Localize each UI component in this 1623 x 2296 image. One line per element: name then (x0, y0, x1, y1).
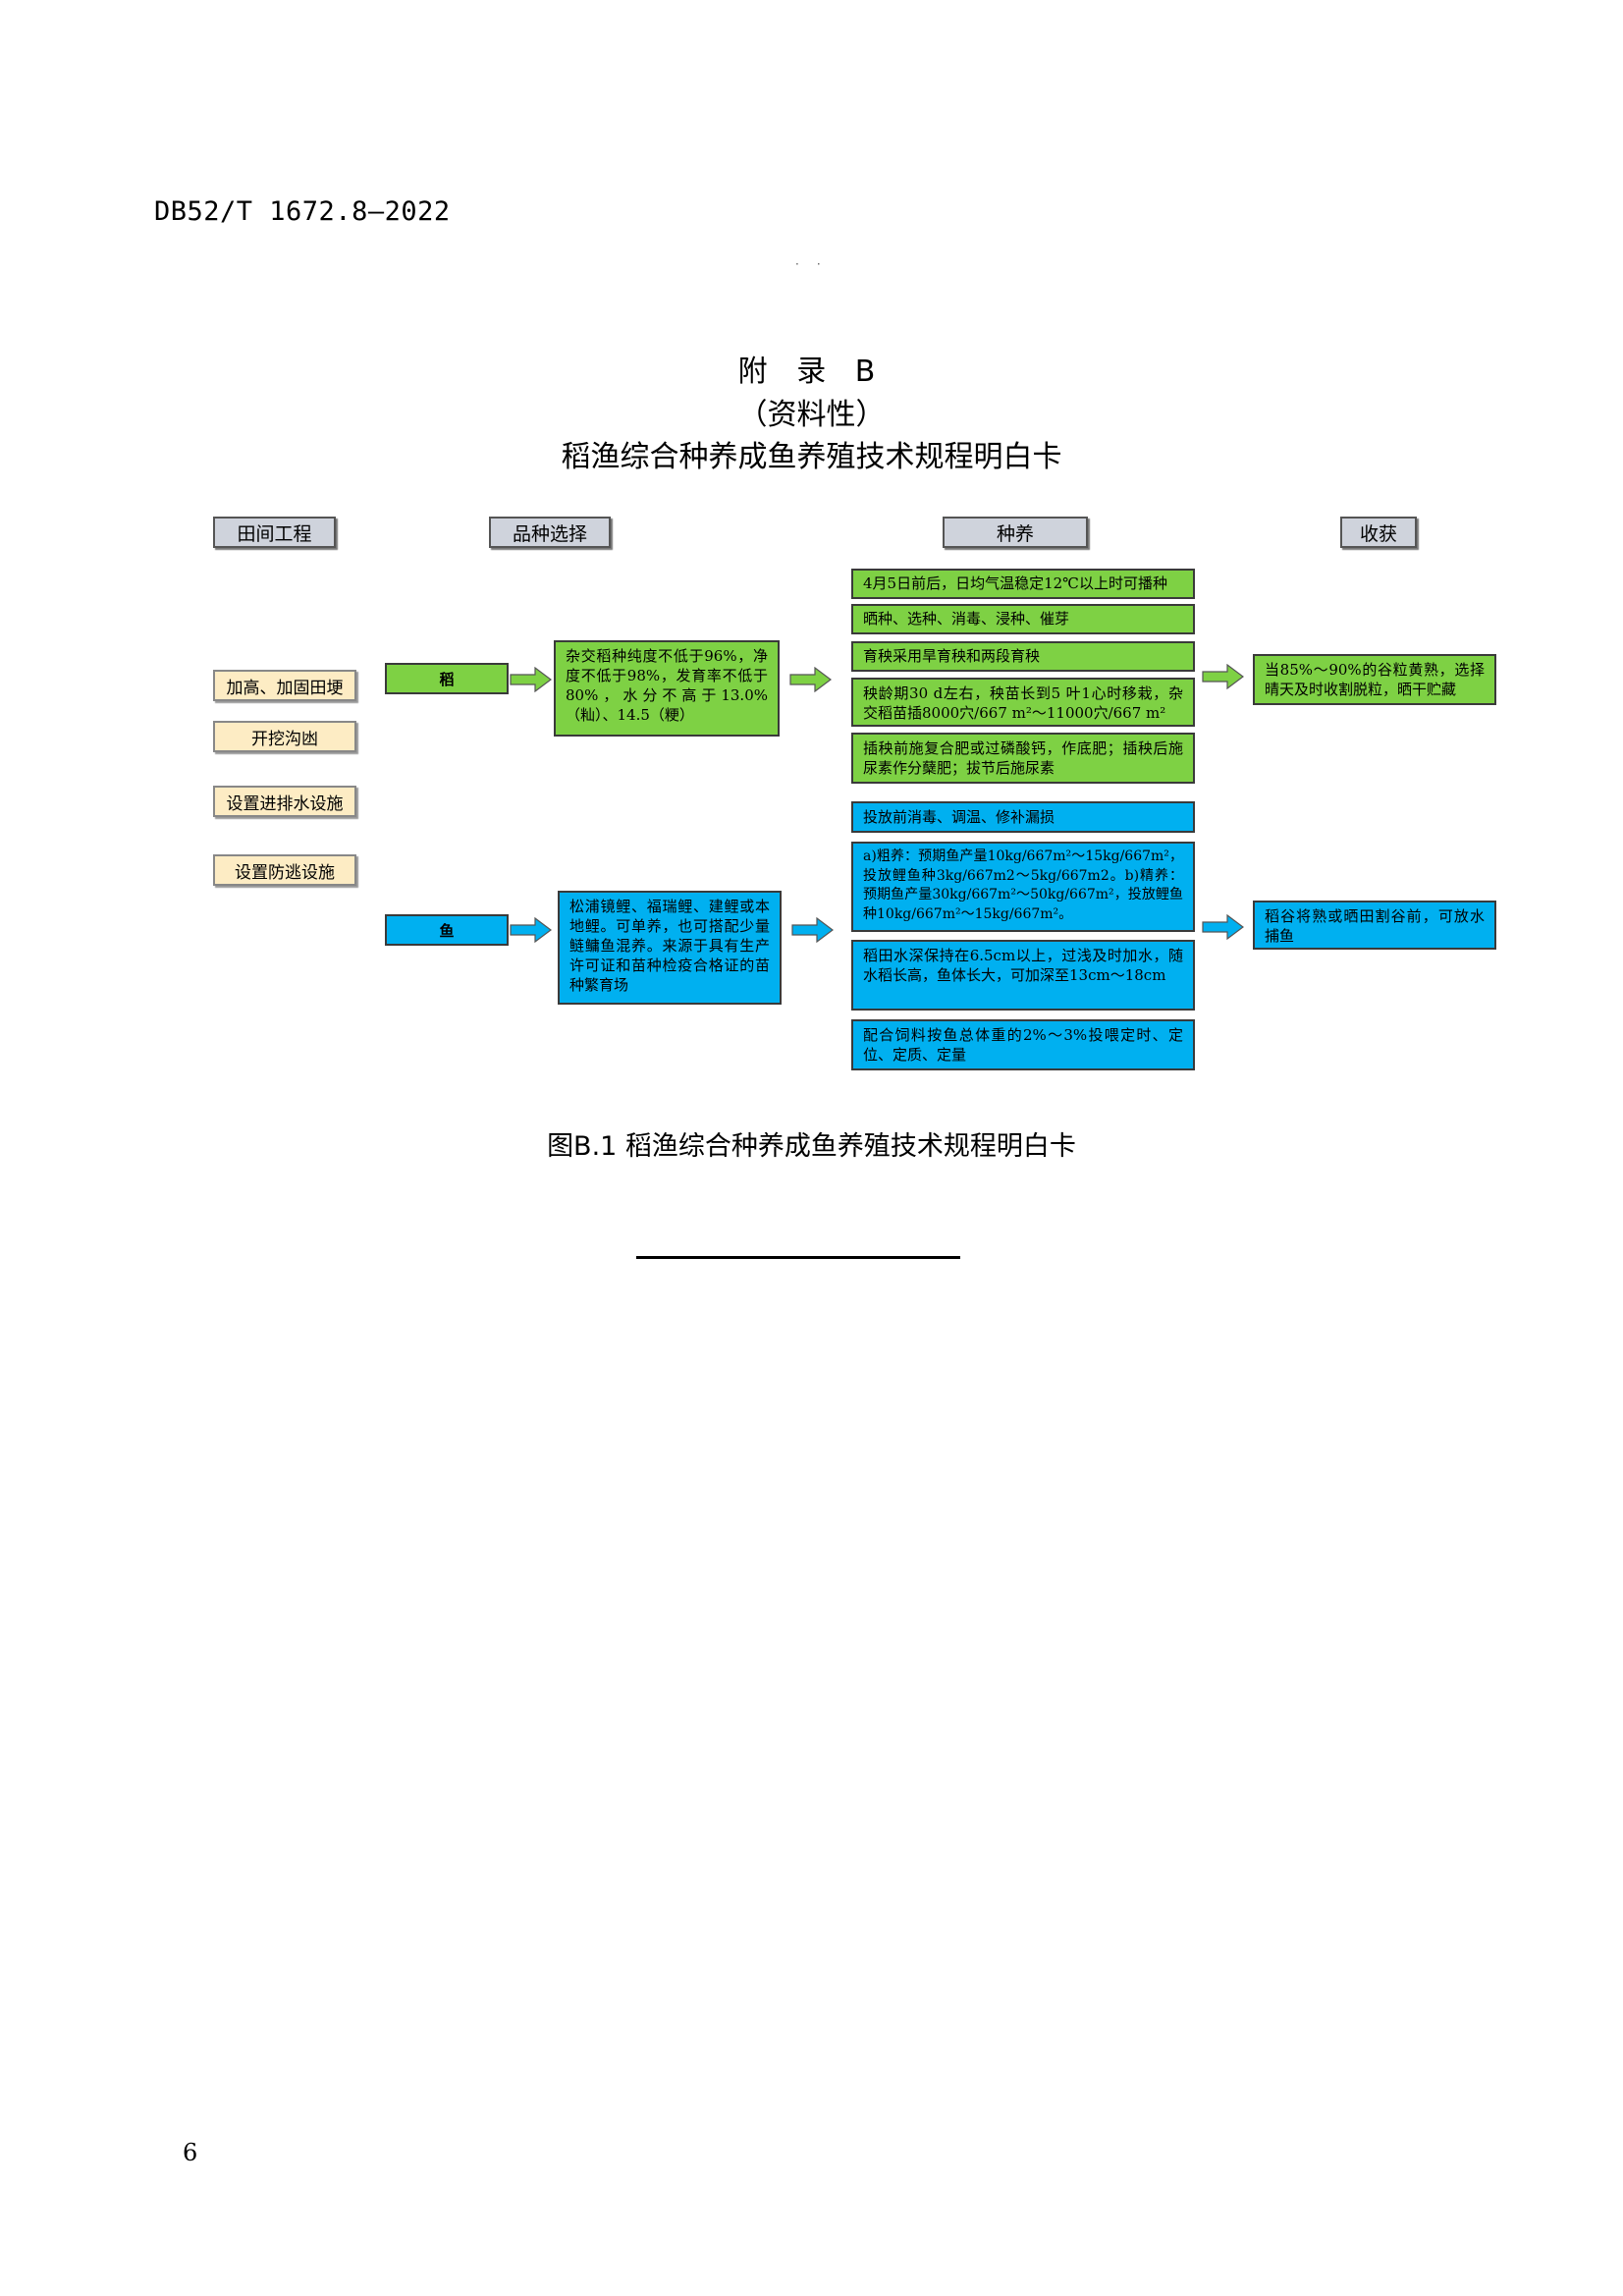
arrow-right-icon (1202, 664, 1244, 689)
arrow-right-icon (1202, 914, 1244, 940)
dot-marks: ·· (795, 257, 839, 271)
appendix-nature: （资料性） (737, 398, 886, 432)
page-number: 6 (183, 2139, 198, 2166)
field-step: 设置防逃设施 (213, 854, 356, 886)
rice-step: 育秧采用旱育秧和两段育秧 (851, 641, 1195, 672)
rice-variety-box: 杂交稻种纯度不低于96%，净度不低于98%，发育率不低于80%，水分不高于13.… (554, 640, 780, 737)
column-header-field: 田间工程 (213, 517, 336, 548)
fish-step: 稻田水深保持在6.5cm以上，过浅及时加水，随水稻长高，鱼体长大，可加深至13c… (851, 940, 1195, 1011)
end-rule (636, 1256, 960, 1259)
rice-step: 插秧前施复合肥或过磷酸钙，作底肥；插秧后施尿素作分蘖肥；拔节后施尿素 (851, 733, 1195, 784)
rice-step: 晒种、选种、消毒、浸种、催芽 (851, 604, 1195, 634)
field-step: 设置进排水设施 (213, 786, 356, 817)
column-header-culture: 种养 (943, 517, 1088, 548)
fish-harvest-box: 稻谷将熟或晒田割谷前，可放水捕鱼 (1253, 901, 1496, 950)
field-step: 加高、加固田埂 (213, 670, 356, 701)
field-step: 开挖沟凼 (213, 721, 356, 752)
arrow-right-icon (510, 667, 552, 692)
fish-step: 配合饲料按鱼总体重的2%～3%投喂定时、定位、定质、定量 (851, 1019, 1195, 1070)
fish-label: 鱼 (385, 914, 509, 946)
column-header-harvest: 收获 (1340, 517, 1417, 548)
rice-harvest-box: 当85%～90%的谷粒黄熟，选择晴天及时收割脱粒，晒干贮藏 (1253, 654, 1496, 705)
fish-step: 投放前消毒、调温、修补漏损 (851, 801, 1195, 833)
figure-caption: 图B.1 稻渔综合种养成鱼养殖技术规程明白卡 (547, 1131, 1076, 1162)
appendix-label: 附 录 B (737, 355, 886, 389)
arrow-right-icon (791, 917, 834, 943)
arrow-right-icon (510, 917, 552, 943)
rice-step: 4月5日前后，日均气温稳定12℃以上时可播种 (851, 569, 1195, 599)
appendix-title: 稻渔综合种养成鱼养殖技术规程明白卡 (561, 440, 1062, 474)
rice-label: 稻 (385, 663, 509, 694)
fish-step: a)粗养：预期鱼产量10kg/667m²～15kg/667m²，投放鲤鱼种3kg… (851, 842, 1195, 932)
arrow-right-icon (789, 667, 832, 692)
document-code: DB52/T 1672.8—2022 (154, 196, 451, 227)
column-header-variety: 品种选择 (489, 517, 611, 548)
fish-variety-box: 松浦镜鲤、福瑞鲤、建鲤或本地鲤。可单养，也可搭配少量鲢鳙鱼混养。来源于具有生产许… (558, 891, 782, 1005)
rice-step: 秧龄期30 d左右，秧苗长到5 叶1心时移栽，杂交稻苗插8000穴/667 m²… (851, 678, 1195, 727)
